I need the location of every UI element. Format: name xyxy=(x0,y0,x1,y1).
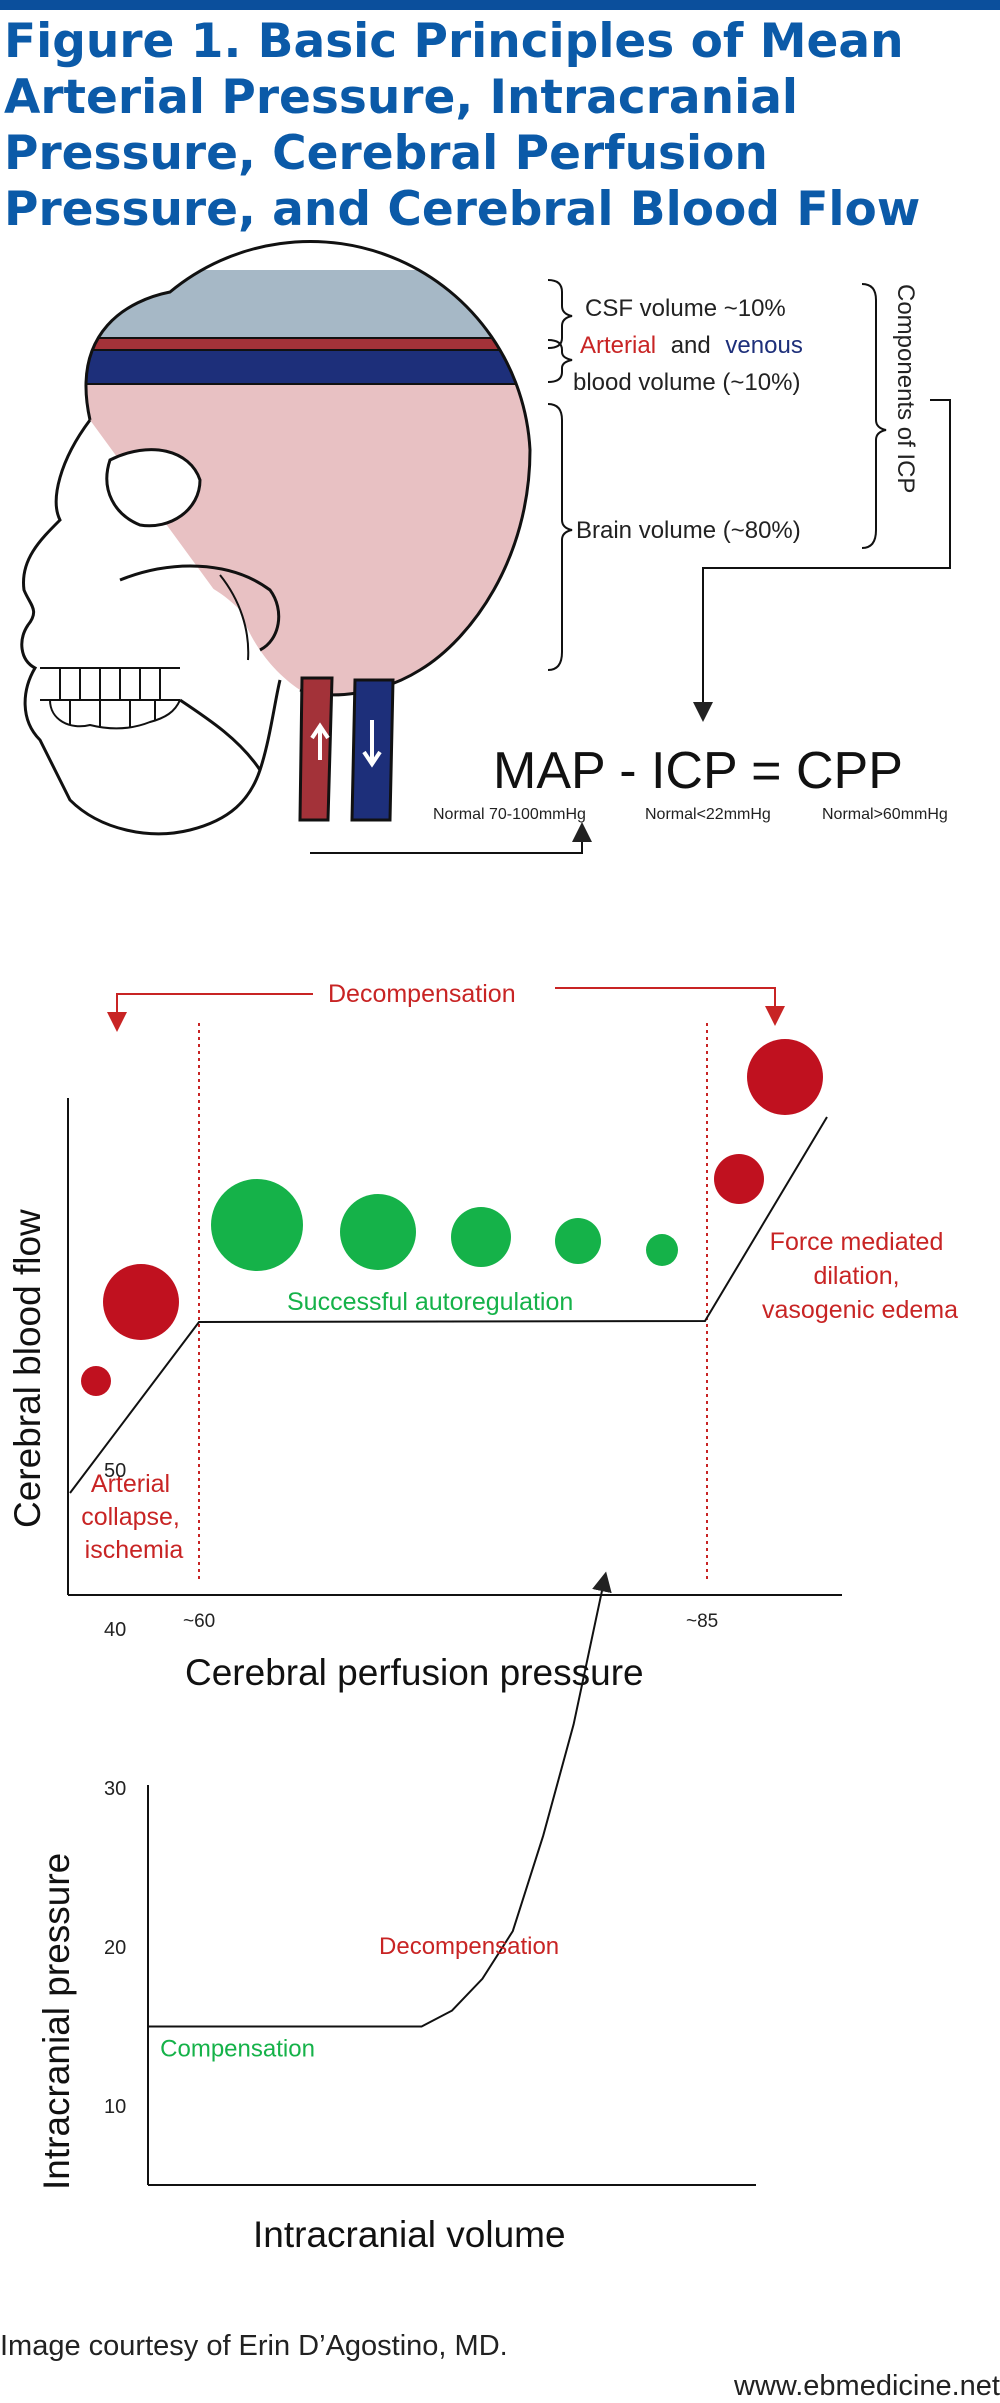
vessel-circle xyxy=(646,1234,678,1266)
icp-y-tick: 20 xyxy=(104,1937,126,1959)
arterial-venous-label: Arterial and venous xyxy=(580,332,803,359)
artery-vessel xyxy=(298,676,334,822)
components-of-icp-label: Components of ICP xyxy=(892,284,919,493)
arterial-layer xyxy=(86,338,530,350)
arterial-word: Arterial xyxy=(580,332,656,359)
map-normal-label: Normal 70-100mmHg xyxy=(433,806,586,823)
neck-vessels xyxy=(298,676,395,822)
icp-volume-chart: 10 20 30 40 50 Compensation Decompensation I… xyxy=(36,1460,756,2255)
vessel-circle xyxy=(747,1039,823,1115)
icp-axis-label: Intracranial pressure xyxy=(36,1853,77,2190)
cpp-normal-label: Normal>60mmHg xyxy=(822,806,948,823)
figure-title: Figure 1. Basic Principles of Mean Arter… xyxy=(4,14,921,237)
cbf-axis-label: Cerebral blood flow xyxy=(7,1209,48,1528)
artery-arrow-up-icon xyxy=(310,722,330,760)
decompensation-label-top: Decompensation xyxy=(328,980,516,1008)
icp-normal-label: Normal<22mmHg xyxy=(645,806,771,823)
vessel-circle xyxy=(81,1366,111,1396)
cbf-curve xyxy=(69,1116,828,1494)
x-tick-85: ~85 xyxy=(686,1611,718,1632)
decompensation-label-bottom: Decompensation xyxy=(379,1933,559,1960)
connector-lines xyxy=(310,399,951,854)
top-accent-bar xyxy=(0,0,1000,10)
x-tick-60: ~60 xyxy=(183,1611,215,1632)
vessel-circle xyxy=(340,1194,416,1270)
icp-volume-curve xyxy=(148,1571,612,2028)
and-word: and xyxy=(671,332,711,359)
vessel-circle xyxy=(555,1218,601,1264)
successful-autoregulation-label: Successful autoregulation xyxy=(287,1288,573,1316)
vessel-circle xyxy=(211,1179,303,1271)
volume-brackets xyxy=(547,279,887,671)
csf-label: CSF volume ~10% xyxy=(585,295,786,322)
vessel-circle xyxy=(103,1264,179,1340)
vessel-circle xyxy=(451,1207,511,1267)
vein-arrow-down-icon xyxy=(362,720,382,768)
site-url: www.ebmedicine.net xyxy=(734,2370,1000,2402)
icp-y-tick: 10 xyxy=(104,2096,126,2118)
icp-y-tick: 50 xyxy=(104,1460,126,1482)
brain-volume-label: Brain volume (~80%) xyxy=(576,517,801,544)
force-mediated-dilation-label: Force mediated dilation, vasogenic edema xyxy=(762,1228,958,1324)
blood-volume-label: blood volume (~10%) xyxy=(573,369,800,396)
cpp-axis-label: Cerebral perfusion pressure xyxy=(185,1652,644,1693)
venous-word: venous xyxy=(725,332,802,359)
autoregulation-diagram: Decompensation Successful autoregulation… xyxy=(7,980,958,1693)
vessel-circle xyxy=(714,1154,764,1204)
csf-layer xyxy=(86,270,530,338)
icp-y-tick: 30 xyxy=(104,1778,126,1800)
image-credit: Image courtesy of Erin D’Agostino, MD. xyxy=(0,2330,508,2362)
venous-layer xyxy=(86,350,530,384)
arterial-collapse-label: Arterial collapse, ischemia xyxy=(81,1470,187,1564)
icv-axis-label: Intracranial volume xyxy=(253,2214,566,2255)
icp-y-tick: 40 xyxy=(104,1619,126,1641)
map-icp-cpp-equation: MAP - ICP = CPP xyxy=(493,742,903,800)
compensation-label: Compensation xyxy=(160,2036,315,2063)
